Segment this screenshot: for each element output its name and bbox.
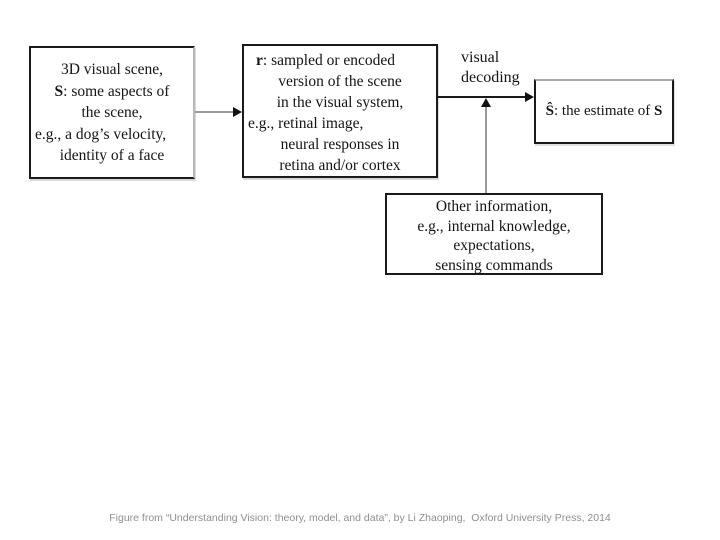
- visual-decoding-label-line1: visual: [461, 49, 500, 66]
- visual-decoding-label-line2: decoding: [461, 69, 520, 86]
- arrow-other-to-decoding-line: [485, 100, 487, 193]
- box-text-line: e.g., retinal image,: [248, 115, 364, 132]
- box-text-line: in the visual system,: [276, 94, 404, 111]
- arrow-scene-to-encoding-line: [195, 111, 234, 113]
- box-text-line: version of the scene: [278, 73, 402, 90]
- box-text-line: S: some aspects of: [54, 82, 170, 100]
- visual-decoding-label: visual decoding: [461, 48, 520, 88]
- arrow-right-icon: [233, 107, 242, 117]
- figure-caption: Figure from “Understanding Vision: theor…: [109, 512, 611, 524]
- encoding-box: r: sampled or encoded version of the scen…: [242, 44, 438, 178]
- box-text-line: identity of a face: [59, 147, 165, 164]
- box-text-line: e.g., internal knowledge,: [417, 217, 571, 235]
- arrow-right-icon: [525, 92, 534, 102]
- arrow-encoding-to-estimate-line: [438, 96, 528, 98]
- box-text-line: the scene,: [81, 104, 143, 121]
- box-text-line: e.g., a dog’s velocity,: [35, 125, 167, 143]
- estimate-box: Ŝ: the estimate of S: [534, 79, 674, 144]
- box-text-line: retina and/or cortex: [279, 157, 401, 174]
- box-text-line: neural responses in: [280, 136, 400, 153]
- arrow-up-icon: [481, 98, 491, 107]
- box-text-line: Ŝ: the estimate of S: [545, 102, 663, 119]
- other-information-box: Other information, e.g., internal knowled…: [385, 193, 603, 275]
- box-text-line: sensing commands: [435, 256, 553, 274]
- scene-box: 3D visual scene, S: some aspects of the sc…: [29, 46, 195, 179]
- box-text-line: Other information,: [435, 198, 553, 215]
- box-text-line: expectations,: [453, 237, 535, 254]
- box-text-line: r: sampled or encoded: [256, 52, 396, 69]
- box-text-line: 3D visual scene,: [60, 61, 163, 78]
